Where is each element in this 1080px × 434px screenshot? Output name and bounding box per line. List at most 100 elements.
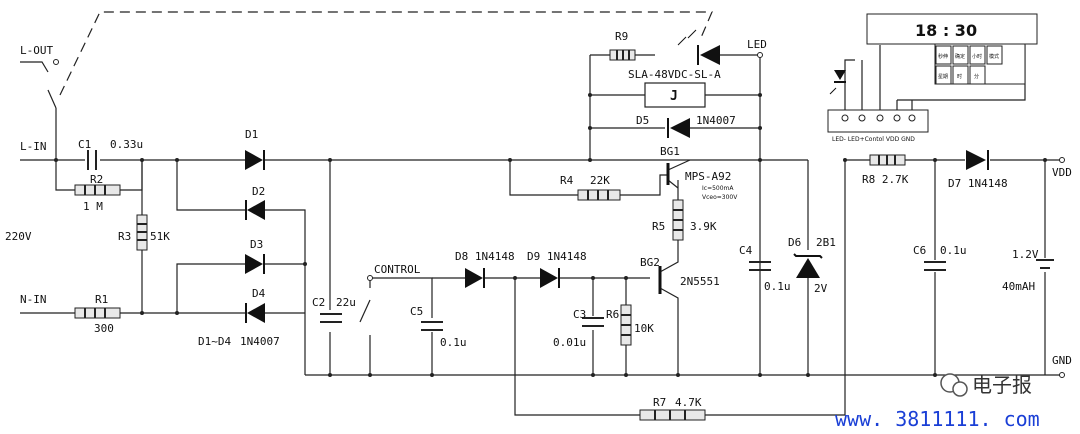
capacitor-c4 — [749, 261, 771, 271]
label-d3: D3 — [250, 238, 263, 251]
capacitor-c1 — [87, 150, 97, 170]
diode-d4 — [245, 303, 265, 323]
label-c6-val: 0.1u — [940, 244, 967, 257]
diode-d3 — [245, 254, 265, 274]
label-r3: R3 — [118, 230, 131, 243]
label-c4-val: 0.1u — [764, 280, 791, 293]
battery — [1036, 259, 1054, 269]
label-led: LED — [747, 38, 767, 51]
resistor-r6 — [620, 304, 632, 346]
diode-d5 — [667, 118, 690, 138]
label-n-in: N-IN — [20, 293, 47, 306]
label-220v: 220V — [5, 230, 32, 243]
resistor-r5 — [672, 199, 684, 241]
label-c3: C3 — [573, 308, 586, 321]
label-c5-val: 0.1u — [440, 336, 467, 349]
label-d6-part: 2B1 — [816, 236, 836, 249]
label-bg2-part: 2N5551 — [680, 275, 720, 288]
key-4: 模式 — [989, 53, 999, 60]
label-l-out: L-OUT — [20, 44, 53, 57]
label-l-in: L-IN — [20, 140, 47, 153]
clock-display — [866, 13, 1038, 45]
key-5: 星期 — [938, 74, 948, 80]
capacitor-c5 — [421, 321, 443, 331]
label-r8: R8 2.7K — [862, 173, 909, 186]
relay-label: J — [670, 89, 678, 104]
diode-d9 — [540, 268, 560, 288]
label-d1: D1 — [245, 128, 258, 141]
module-connector — [827, 109, 929, 133]
label-c2: C2 — [312, 296, 325, 309]
module-pin-labels: LED- LED+Contol VDD GND — [832, 136, 915, 143]
label-c5: C5 — [410, 305, 423, 318]
label-d6: D6 — [788, 236, 801, 249]
label-d5-part: 1N4007 — [696, 114, 736, 127]
led-diode — [677, 29, 720, 65]
label-bg1-vceo: Vceo=300V — [702, 194, 738, 201]
capacitor-c2 — [320, 313, 342, 323]
label-r7: R7 — [653, 396, 666, 409]
resistor-r2 — [74, 184, 121, 196]
label-bg1-part: MPS-A92 — [685, 170, 731, 183]
label-r1: R1 — [95, 293, 108, 306]
capacitor-c6 — [924, 261, 946, 271]
module-led — [829, 70, 846, 95]
label-relay-part: SLA-48VDC-SL-A — [628, 68, 721, 81]
relay-box — [644, 82, 706, 108]
label-c6: C6 — [913, 244, 926, 257]
label-c1-val: 0.33u — [110, 138, 143, 151]
label-r5-val: 3.9K — [690, 220, 717, 233]
clock-time: 18 : 30 — [915, 21, 977, 40]
keypad-keys — [935, 45, 1003, 85]
component-labels: L-OUT L-IN N-IN 220V C1 0.33u R2 1 M R3 … — [5, 30, 1072, 409]
label-d9: D9 1N4148 — [527, 250, 587, 263]
label-r2-val: 1 M — [83, 200, 103, 213]
label-bg1: BG1 — [660, 145, 680, 158]
label-d8: D8 1N4148 — [455, 250, 515, 263]
diode-d8 — [465, 268, 485, 288]
key-2: 确定 — [955, 53, 965, 60]
key-1: 秒伸 — [938, 53, 948, 60]
resistor-r7 — [639, 409, 706, 421]
watermark: 电子报 www. 3811111. com — [835, 373, 1040, 431]
label-d7: D7 1N4148 — [948, 177, 1008, 190]
watermark-brand: 电子报 — [972, 373, 1032, 397]
diode-d7 — [966, 150, 989, 170]
label-bat-v: 1.2V — [1012, 248, 1039, 261]
key-6: 时 — [957, 73, 962, 80]
label-bat-cap: 40mAH — [1002, 280, 1035, 293]
label-d5: D5 — [636, 114, 649, 127]
resistor-r3 — [136, 214, 148, 251]
label-r1-val: 300 — [94, 322, 114, 335]
label-r6: R6 — [606, 308, 619, 321]
label-bg1-ic: Ic=500mA — [702, 185, 734, 192]
label-r5: R5 — [652, 220, 665, 233]
label-c4: C4 — [739, 244, 753, 257]
label-gnd: GND — [1052, 354, 1072, 367]
label-c3-val: 0.01u — [553, 336, 586, 349]
label-d6-val: 2V — [814, 282, 828, 295]
label-r3-val: 51K — [150, 230, 170, 243]
label-bg2: BG2 — [640, 256, 660, 269]
wires — [20, 11, 1062, 416]
diode-d1 — [245, 150, 265, 170]
label-c1: C1 — [78, 138, 91, 151]
label-d4: D4 — [252, 287, 266, 300]
label-r4-val: 22K — [590, 174, 610, 187]
connector-pins — [841, 114, 916, 122]
label-d-part: 1N4007 — [240, 335, 280, 348]
junctions — [53, 52, 1065, 378]
label-r4: R4 — [560, 174, 574, 187]
label-r6-val: 10K — [634, 322, 654, 335]
label-vdd: VDD — [1052, 166, 1072, 179]
label-r9: R9 — [615, 30, 628, 43]
label-control: CONTROL — [374, 263, 421, 276]
label-c2-val: 22u — [336, 296, 356, 309]
resistor-r1 — [74, 307, 121, 319]
resistor-r4 — [577, 189, 621, 201]
capacitor-c3 — [582, 317, 604, 327]
resistor-r9 — [609, 49, 636, 61]
label-d2: D2 — [252, 185, 265, 198]
key-3: 小时 — [972, 53, 982, 60]
